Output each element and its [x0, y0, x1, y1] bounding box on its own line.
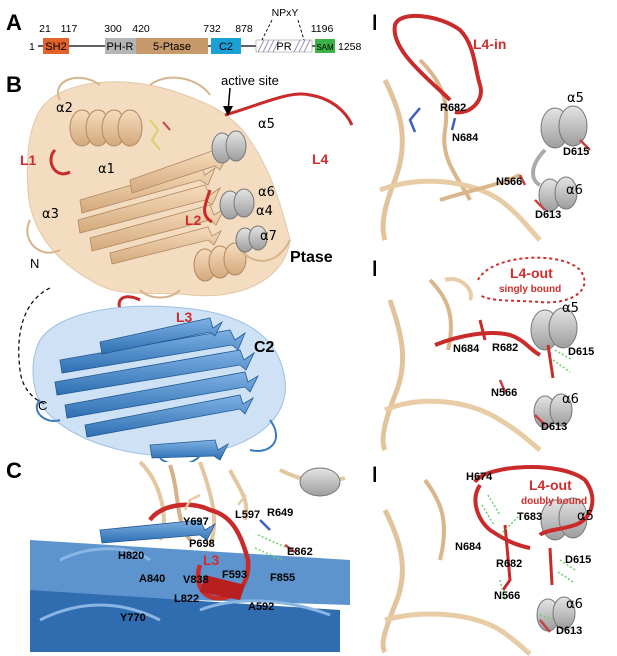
- d-residue-d615: D615: [563, 146, 589, 158]
- e-residue-d613: D613: [541, 421, 567, 433]
- position-300: 300: [104, 23, 122, 35]
- d-residue-r682: R682: [440, 102, 466, 114]
- f-helix-a5: α5: [577, 509, 594, 524]
- e-helix-a5: α5: [562, 301, 579, 316]
- residue-e862: E862: [287, 546, 313, 558]
- sh2-label: SH2: [45, 41, 66, 53]
- ph-label: PH-R: [107, 41, 134, 53]
- panel-d: D L4-in α5 α6 R682 N684 D615 N566 D613: [372, 10, 612, 242]
- npxy-label: NPxY: [272, 7, 299, 19]
- c2-domain-cartoon: [32, 305, 286, 466]
- residue-f593: F593: [222, 569, 247, 581]
- linker-dashed: [18, 287, 51, 405]
- helix-a2-label: α2: [56, 101, 73, 116]
- panel-b-letter: B: [6, 72, 22, 97]
- f-residue-r682: R682: [496, 558, 522, 570]
- residue-y770: Y770: [120, 612, 146, 624]
- residue-f855: F855: [270, 572, 295, 584]
- helix-a4-label: α4: [256, 204, 273, 219]
- c-terminus-label: C: [38, 398, 47, 413]
- residue-y697: Y697: [183, 516, 209, 528]
- d-residue-n684: N684: [452, 132, 479, 144]
- d-helix-a5: α5: [567, 91, 584, 106]
- f-helix-a6: α6: [566, 597, 583, 612]
- panel-c: C Y697 L597 R649 P698 H820 E862 A840 V83…: [6, 458, 350, 652]
- e-title: L4-out: [510, 265, 553, 281]
- panel-a-letter: A: [6, 10, 22, 35]
- ptase-label: 5-Ptase: [153, 41, 191, 53]
- active-site-label: active site: [221, 73, 279, 88]
- ptase-domain-label: Ptase: [290, 249, 333, 266]
- residue-p698: P698: [189, 538, 215, 550]
- residue-a840: A840: [139, 573, 165, 585]
- ph-domain: [105, 38, 136, 54]
- position-420: 420: [132, 23, 150, 35]
- residue-v838: V838: [183, 574, 209, 586]
- e-residue-r682: R682: [492, 342, 518, 354]
- c2-domain-label: C2: [254, 339, 275, 356]
- panel-e: E L4-out singly bound α5 α6 N684 R682 D6…: [372, 250, 612, 452]
- grey-helices: [211, 130, 268, 253]
- f-title: L4-out: [529, 477, 572, 493]
- f-residue-d613: D613: [556, 625, 582, 637]
- position-117: 117: [61, 23, 78, 35]
- d-residue-n566: N566: [496, 176, 522, 188]
- d-title: L4-in: [473, 36, 506, 52]
- helix-a3-label: α3: [42, 207, 59, 222]
- panel-b: B: [6, 72, 354, 466]
- c2-domain: [211, 38, 241, 54]
- panel-c-letter: C: [6, 458, 22, 483]
- residue-r649: R649: [267, 507, 293, 519]
- d-residue-d613: D613: [535, 209, 561, 221]
- f-residue-t683: T683: [517, 511, 542, 523]
- panel-a: A 1 SH2 PH-R 5-Ptase C2 PR SAM 1258 21 1…: [6, 7, 362, 54]
- sam-label: SAM: [316, 43, 334, 52]
- c2-label: C2: [219, 41, 233, 53]
- e-helix-a6: α6: [562, 392, 579, 407]
- f-residue-n684: N684: [455, 541, 482, 553]
- sh2-domain: [43, 38, 69, 54]
- loop-l3-label: L3: [176, 309, 193, 325]
- n-terminus-label: N: [30, 256, 39, 271]
- panel-f: F L4-out doubly bound α5 α6 H674 T683 N6…: [372, 458, 612, 656]
- pr-region: [255, 39, 313, 53]
- position-21: 21: [39, 23, 51, 35]
- position-start: 1: [29, 41, 35, 53]
- e-subtitle: singly bound: [499, 284, 561, 295]
- ptase-domain: [136, 38, 208, 54]
- f-residue-d615: D615: [565, 554, 591, 566]
- f-residue-n566: N566: [494, 590, 520, 602]
- residue-l597: L597: [235, 509, 260, 521]
- f-residue-h674: H674: [466, 471, 493, 483]
- pr-label: PR: [276, 41, 291, 53]
- sam-domain: [315, 39, 335, 53]
- f-subtitle: doubly bound: [521, 496, 587, 507]
- e-residue-n566: N566: [491, 387, 517, 399]
- position-1196: 1196: [311, 23, 334, 35]
- residue-a592: A592: [248, 601, 274, 613]
- residue-h820: H820: [118, 550, 144, 562]
- position-732: 732: [203, 23, 221, 35]
- residue-l822: L822: [174, 593, 199, 605]
- d-helix-a6: α6: [566, 183, 583, 198]
- helix-a6-label: α6: [258, 185, 275, 200]
- loop-l1-label: L1: [20, 152, 37, 168]
- e-dotted-loop: [477, 256, 586, 304]
- loop-l3-label-c: L3: [203, 552, 220, 568]
- e-residue-d615: D615: [568, 346, 594, 358]
- loop-l4-label: L4: [312, 151, 329, 167]
- helix-a1-label: α1: [98, 162, 115, 177]
- position-878: 878: [235, 23, 253, 35]
- npxy-pointers: [261, 19, 305, 41]
- loop-l2-label: L2: [185, 212, 202, 228]
- helix-a5-label: α5: [258, 117, 275, 132]
- helix-a7-label: α7: [260, 229, 277, 244]
- e-residue-n684: N684: [453, 343, 480, 355]
- position-end: 1258: [338, 41, 362, 53]
